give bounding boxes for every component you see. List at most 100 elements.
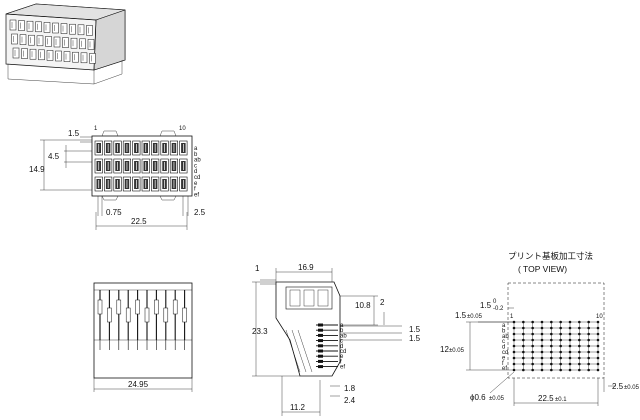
dim-side-1-5-a: 1.5: [409, 325, 421, 334]
dim-top-1-5: 1.5: [68, 129, 80, 138]
dim-pcb-12-tol: ±0.05: [449, 348, 465, 354]
pcb-hole: [559, 350, 562, 354]
pcb-hole: [522, 356, 525, 360]
pcb-hole: [578, 350, 581, 354]
pcb-hole: [578, 356, 581, 360]
pcb-hole: [512, 362, 516, 366]
iso-cell: [63, 51, 71, 62]
iso-cell: [72, 51, 79, 63]
pcb-hole: [596, 350, 600, 354]
dim-top-2-5: 2.5: [194, 208, 206, 217]
dim-side-10-8: 10.8: [355, 301, 371, 310]
pcb-hole: [550, 326, 553, 330]
pcb-hole: [550, 362, 553, 366]
pcb-hole: [587, 344, 590, 348]
iso-cell: [70, 37, 78, 49]
side-row-label-c: c: [340, 339, 343, 345]
pcb-hole: [512, 326, 516, 330]
pcb-hole: [587, 338, 590, 342]
pcb-layout-view: プリント基板加工寸法 ( TOP VIEW) 1 10 ababcdcdefef…: [440, 251, 640, 406]
pcb-hole: [578, 320, 581, 324]
pcb-row-label-cd: cd: [502, 350, 508, 356]
iso-cell: [52, 22, 59, 34]
front-view-body: [93, 282, 193, 379]
pcb-hole: [540, 338, 544, 342]
pcb-hole: [522, 350, 525, 354]
dim-pcb-1-5-top: 1.5: [480, 301, 492, 310]
dim-pcb-hole-diameter-tol: ±0.05: [489, 396, 505, 402]
pcb-hole: [587, 356, 590, 360]
pcb-hole: [550, 320, 553, 324]
pcb-hole: [550, 356, 553, 360]
pcb-hole: [596, 332, 600, 336]
side-row-label-b: b: [340, 328, 344, 334]
pcb-row-label-d: d: [502, 345, 505, 351]
pcb-hole: [596, 356, 600, 360]
pcb-hole: [559, 338, 562, 342]
pcb-hole: [568, 350, 572, 354]
pcb-hole: [587, 362, 590, 366]
side-row-label-cd: cd: [340, 349, 346, 355]
pcb-hole: [578, 338, 581, 342]
iso-cell: [77, 24, 85, 36]
pcb-hole: [531, 350, 534, 354]
iso-cell: [89, 53, 96, 64]
iso-cell: [9, 19, 17, 31]
pcb-hole: [550, 368, 553, 372]
pcb-hole: [568, 344, 572, 348]
side-row-label-ef: ef: [340, 365, 345, 371]
dim-pcb-12: 12: [440, 345, 449, 354]
pcb-hole: [522, 344, 525, 348]
pcb-hole: [578, 326, 581, 330]
pcb-hole: [578, 362, 581, 366]
iso-cell: [12, 47, 20, 59]
iso-cell: [87, 39, 95, 50]
top-row-label-ef: ef: [194, 192, 199, 198]
top-row-label-cd: cd: [194, 175, 200, 181]
pcb-row-label-ab: ab: [502, 334, 509, 340]
pcb-hole: [540, 350, 544, 354]
pcb-hole: [559, 344, 562, 348]
pcb-hole: [540, 344, 544, 348]
top-row-label-c: c: [194, 163, 197, 169]
pcb-outline: [507, 282, 605, 379]
dim-side-2: 2: [380, 298, 385, 307]
dim-side-16-9: 16.9: [298, 263, 314, 272]
pcb-hole: [587, 368, 590, 372]
pcb-view-subtitle: ( TOP VIEW): [518, 264, 567, 274]
pin-label-last: 10: [179, 126, 186, 132]
dim-side-1: 1: [255, 264, 260, 273]
pcb-hole: [596, 368, 600, 372]
pcb-hole: [578, 344, 581, 348]
dim-pcb-1-5-tol-bottom: -0.2: [493, 306, 504, 312]
pcb-hole: [578, 368, 581, 372]
pcb-hole: [531, 368, 534, 372]
dim-side-2-4: 2.4: [344, 396, 356, 405]
side-row-label-f: f: [340, 359, 342, 365]
dim-top-0-75: 0.75: [106, 208, 122, 217]
pcb-hole: [559, 326, 562, 330]
pcb-row-label-f: f: [502, 361, 504, 367]
pcb-hole: [568, 368, 572, 372]
top-row-label-e: e: [194, 181, 198, 187]
pcb-hole: [522, 320, 525, 324]
iso-cell: [43, 22, 51, 33]
pcb-hole: [568, 362, 572, 366]
dim-side-1-5-b: 1.5: [409, 334, 421, 343]
iso-cell: [28, 34, 35, 46]
pcb-hole: [596, 344, 600, 348]
pcb-hole: [550, 350, 553, 354]
iso-cell: [21, 48, 28, 59]
iso-cell: [86, 25, 93, 36]
pcb-hole: [559, 320, 562, 324]
top-row-label-ab: ab: [194, 158, 201, 164]
side-row-label-d: d: [340, 344, 343, 350]
dim-pcb-1-5-tol-top: 0: [493, 299, 497, 305]
dim-top-14-9: 14.9: [29, 165, 45, 174]
pcb-hole: [531, 362, 534, 366]
pcb-hole: [522, 326, 525, 330]
dim-side-23-3: 23.3: [252, 327, 268, 336]
pcb-hole: [512, 332, 516, 336]
